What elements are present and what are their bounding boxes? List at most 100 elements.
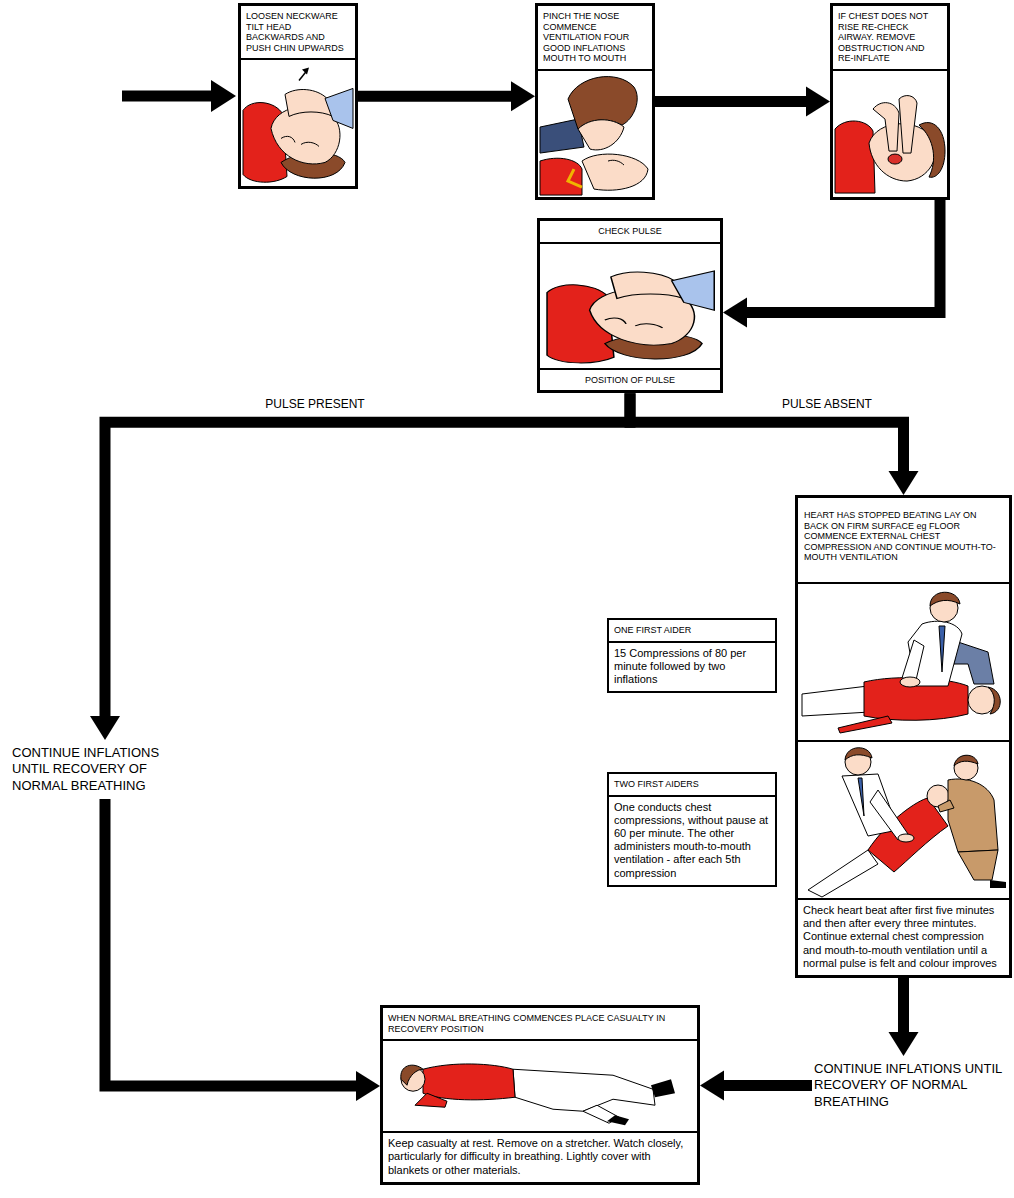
one-aider-compression-illustration — [802, 592, 1000, 733]
flow-connector — [105, 799, 380, 1101]
illustration-part — [954, 755, 978, 766]
illustration-part — [838, 716, 892, 733]
arrow-head — [511, 81, 535, 111]
illustration-part — [870, 790, 908, 840]
illustration-part — [902, 640, 924, 680]
illustration-part — [281, 136, 295, 142]
arrow-head — [356, 1071, 380, 1101]
flow-connector — [630, 393, 919, 495]
head-tilt-figure — [243, 88, 353, 182]
connector-line — [898, 978, 909, 1033]
illustration-part — [401, 1065, 423, 1085]
entry-arrow-head — [211, 80, 236, 112]
heading-text: CHECK PULSE — [545, 226, 715, 237]
two-aiders-illustration — [808, 748, 1006, 897]
body-panel: Check heart beat after first five minute… — [798, 898, 1009, 975]
flow-connector — [90, 393, 630, 740]
header-band: PINCH THE NOSE COMMENCE VENTILATION FOUR… — [538, 6, 652, 69]
heading-text: TWO FIRST AIDERS — [614, 779, 770, 790]
image-area — [241, 58, 355, 186]
connector-line — [105, 799, 357, 1086]
entry-arrow — [122, 80, 236, 112]
illustration-part — [990, 880, 1006, 888]
illustration-part — [802, 686, 870, 716]
illustration-part — [582, 154, 648, 190]
illustration-part — [954, 756, 978, 780]
illustration-part — [873, 103, 899, 151]
illustration-part — [540, 158, 582, 195]
illustration-part — [301, 142, 319, 146]
mouth-to-mouth-illustration — [540, 77, 648, 195]
illustration-part — [608, 160, 624, 165]
arrow-head — [806, 87, 830, 117]
image-area — [798, 740, 1009, 898]
header-band: ONE FIRST AIDER — [609, 620, 775, 641]
illustration-part — [835, 121, 875, 193]
body-text: One conducts chest compressions, without… — [614, 801, 770, 880]
flow-connector — [358, 81, 535, 111]
illustration-part — [858, 778, 864, 816]
step-box: CHECK PULSE POSITION OF PULSE — [537, 218, 723, 393]
note-box: TWO FIRST AIDERS One conducts chest compr… — [607, 772, 777, 887]
image-area — [540, 242, 720, 368]
body-panel: 15 Compressions of 80 per minute followe… — [609, 641, 775, 692]
illustration-part — [954, 642, 994, 684]
branch-label: PULSE ABSENT — [779, 397, 875, 411]
arrow-head — [889, 471, 919, 495]
image-area — [383, 1039, 697, 1131]
illustration-part — [607, 1115, 629, 1125]
heading-text: HEART HAS STOPPED BEATING LAY ON BACK ON… — [804, 510, 1003, 563]
connector-line — [723, 1080, 812, 1091]
header-band: HEART HAS STOPPED BEATING LAY ON BACK ON… — [798, 498, 1009, 582]
illustration-part — [864, 678, 968, 721]
illustration-part — [938, 800, 954, 812]
illustration-part — [578, 120, 624, 150]
illustration-part — [958, 850, 998, 880]
illustration-part — [808, 850, 878, 897]
heading-text: WHEN NORMAL BREATHING COMMENCES PLACE CA… — [388, 1013, 692, 1034]
illustration-part — [845, 748, 872, 760]
image-area — [798, 582, 1009, 740]
step-box: PINCH THE NOSE COMMENCE VENTILATION FOUR… — [535, 3, 655, 200]
head-tilt-illustration — [243, 67, 353, 182]
step-box: LOOSEN NECKWARE TILT HEAD BACKWARDS AND … — [238, 3, 358, 189]
illustration-part — [415, 1093, 447, 1107]
connector-line — [358, 91, 512, 102]
illustration-part — [423, 1064, 515, 1100]
illustration-part — [900, 677, 920, 687]
flow-connector — [723, 200, 940, 328]
illustration-part — [898, 834, 914, 842]
heading-text: IF CHEST DOES NOT RISE RE-CHECK AIRWAY. … — [838, 11, 942, 64]
step-box: HEART HAS STOPPED BEATING LAY ON BACK ON… — [795, 495, 1012, 978]
airway-check-illustration — [835, 96, 945, 193]
header-band: WHEN NORMAL BREATHING COMMENCES PLACE CA… — [383, 1008, 697, 1039]
header-band: TWO FIRST AIDERS — [609, 774, 775, 795]
header-band: POSITION OF PULSE — [540, 368, 720, 391]
illustration-part — [988, 687, 1000, 714]
illustration-part — [930, 592, 960, 606]
illustration-part — [513, 1069, 655, 1111]
flow-connector — [700, 1070, 812, 1100]
outcome-text: CONTINUE INFLATIONS UNTIL RECOVERY OF NO… — [10, 740, 200, 799]
body-text: Keep casualty at rest. Remove on a stret… — [388, 1137, 692, 1177]
illustration-part — [948, 779, 998, 852]
illustration-part — [888, 154, 902, 164]
connector-line — [630, 393, 904, 472]
heading-text: LOOSEN NECKWARE TILT HEAD BACKWARDS AND … — [246, 11, 350, 53]
arrow-head — [889, 1032, 919, 1056]
body-text: 15 Compressions of 80 per minute followe… — [614, 647, 770, 687]
arrow-head — [700, 1070, 724, 1100]
arrow-head — [90, 716, 120, 740]
connector-line — [746, 200, 940, 313]
header-band: CONTINUE INFLATIONS UNTIL RECOVERY OF NO… — [812, 1056, 1010, 1115]
body-panel: One conducts chest compressions, without… — [609, 795, 775, 885]
flow-connector — [655, 87, 830, 117]
illustration-part — [651, 1079, 675, 1097]
illustration-part — [919, 123, 945, 178]
heading-text: PINCH THE NOSE COMMENCE VENTILATION FOUR… — [543, 11, 647, 64]
header-band: CONTINUE INFLATIONS UNTIL RECOVERY OF NO… — [10, 740, 200, 799]
flow-connector — [889, 978, 919, 1056]
header-band: IF CHEST DOES NOT RISE RE-CHECK AIRWAY. … — [833, 6, 947, 69]
